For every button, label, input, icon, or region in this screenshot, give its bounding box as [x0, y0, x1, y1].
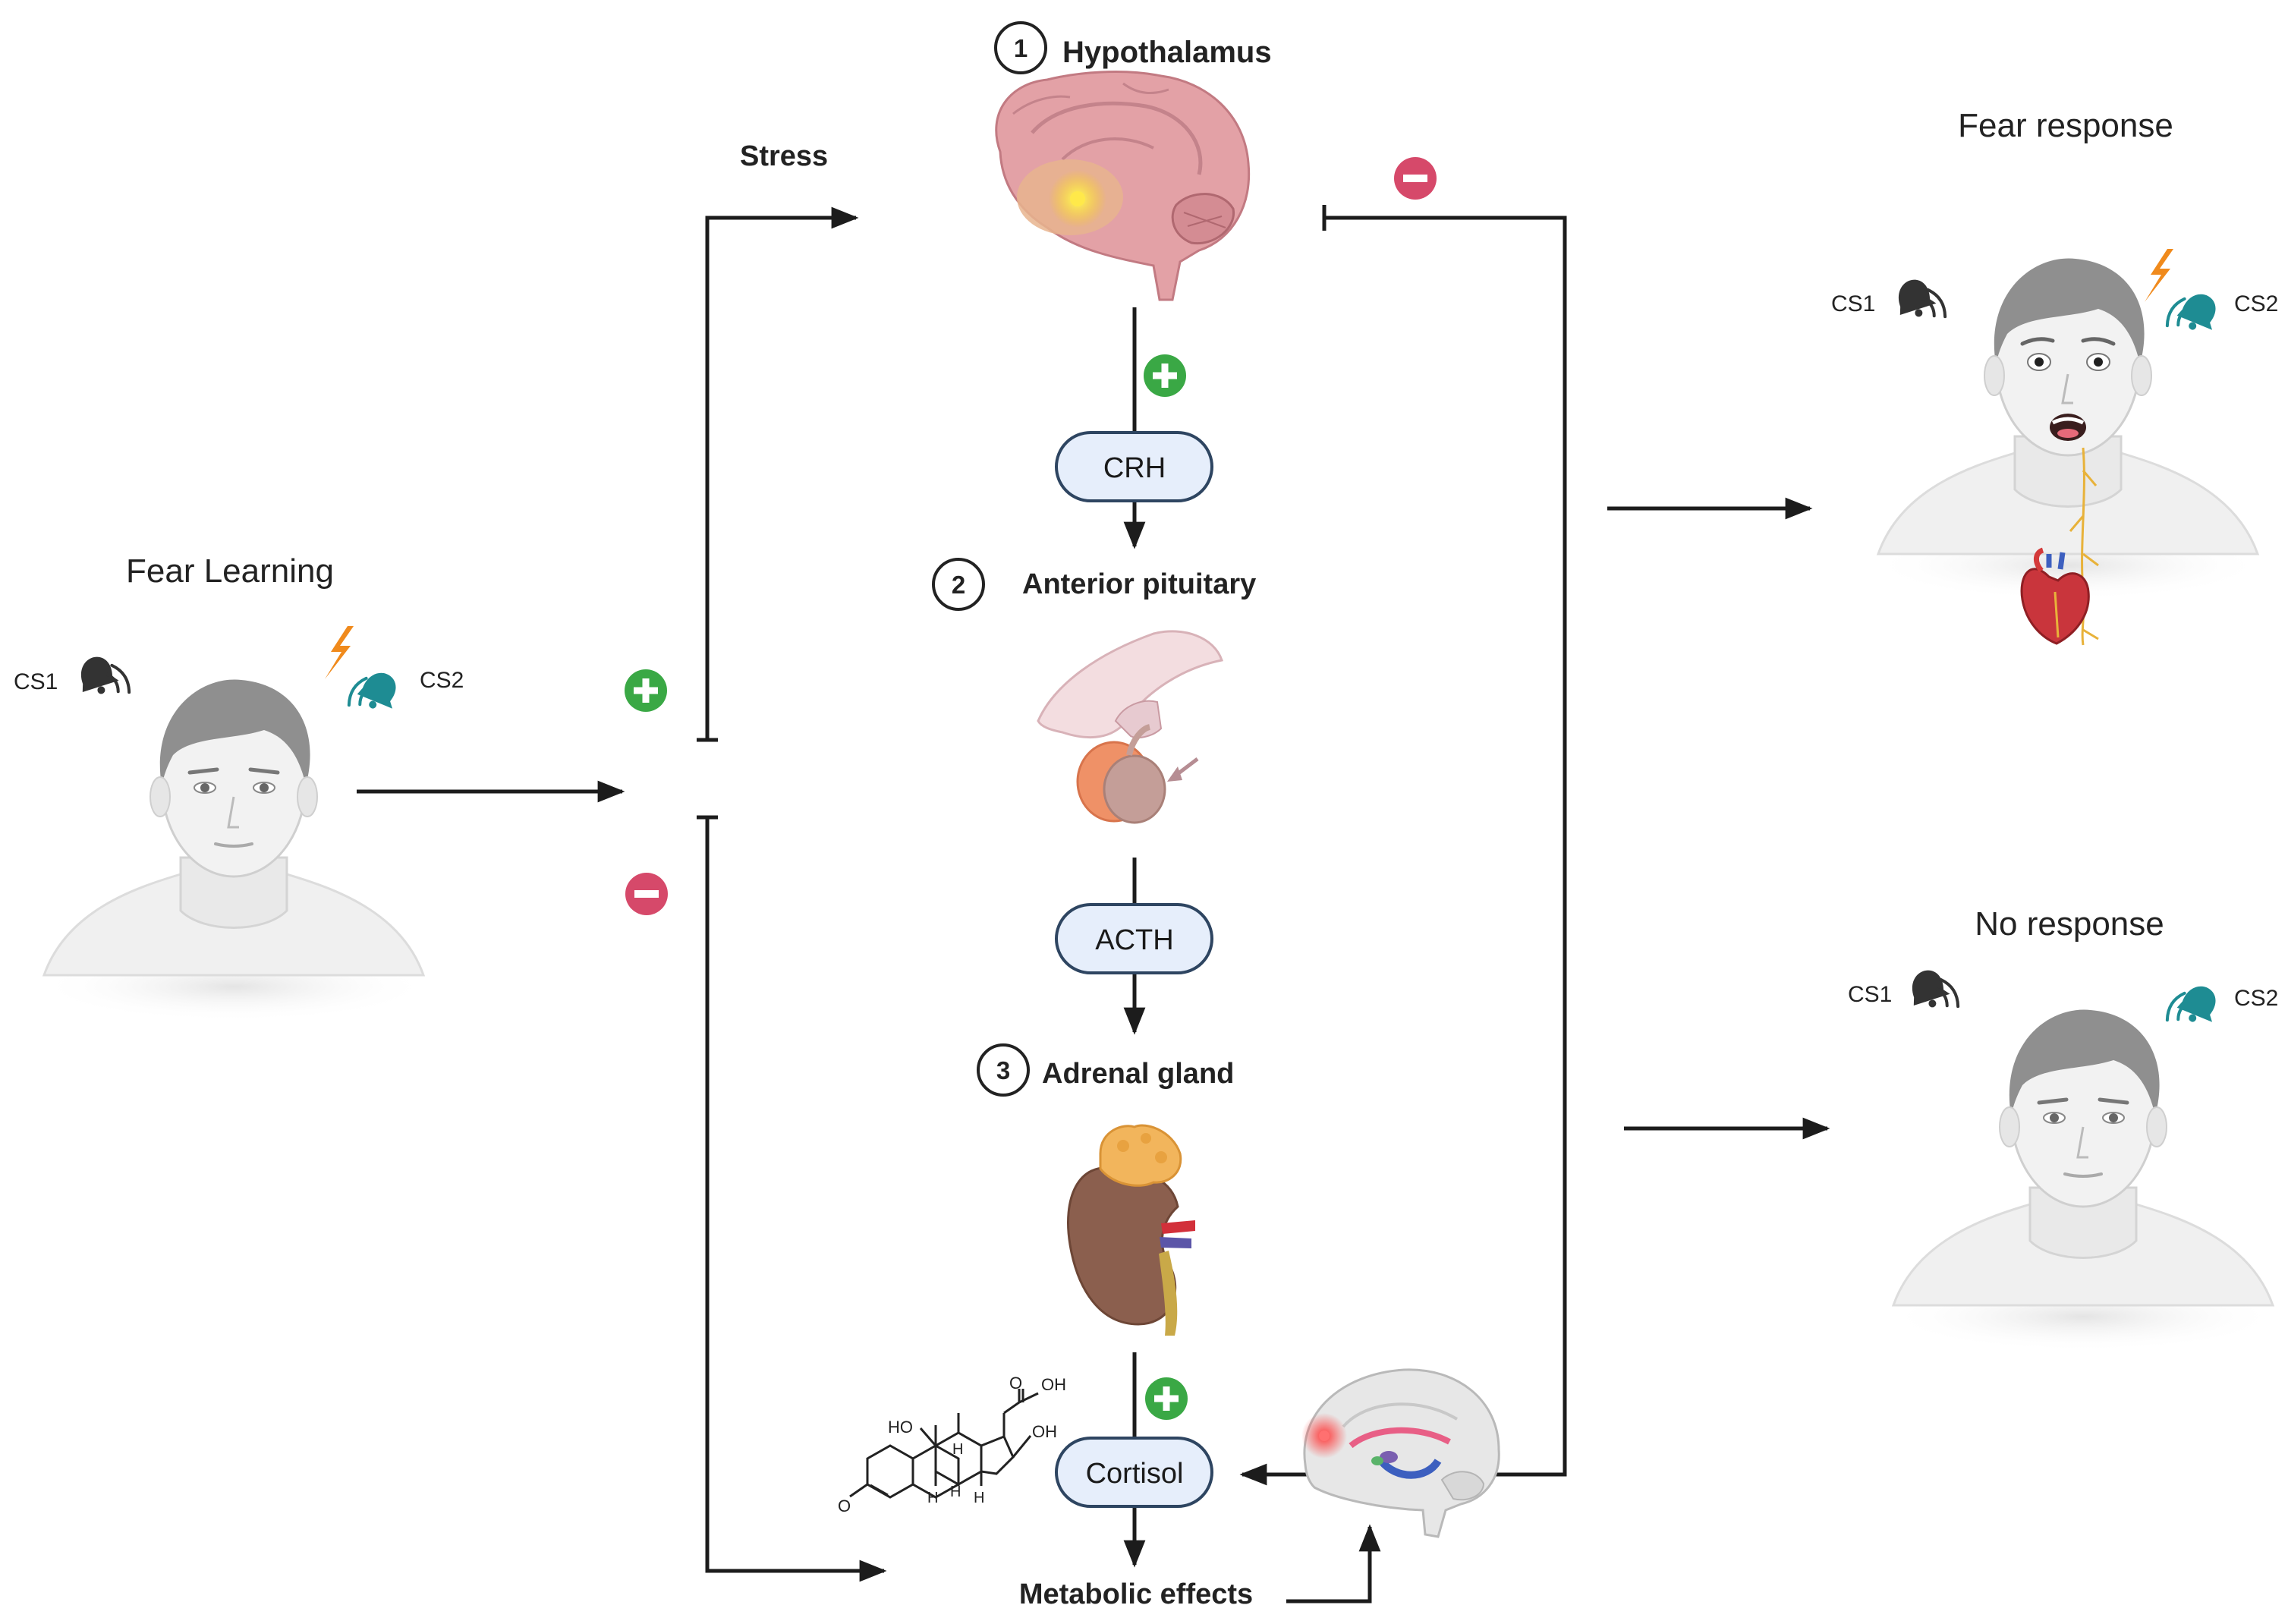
bell-icon: [1890, 274, 1939, 323]
bell-icon: [1903, 965, 1953, 1014]
person-icon: [35, 678, 433, 1023]
svg-text:H: H: [974, 1490, 984, 1506]
bell-icon: [354, 666, 403, 716]
cs2-label: CS2: [2234, 291, 2278, 316]
adrenal-gland-label: Adrenal gland: [1042, 1058, 1234, 1090]
cs1-label: CS1: [1831, 291, 1875, 316]
hypothalamus-step-number: 1: [994, 21, 1047, 74]
acth-hormone-pill: ACTH: [1055, 903, 1213, 974]
connectors: [357, 205, 1830, 1604]
hypothalamus-label: Hypothalamus: [1062, 36, 1272, 69]
bell-icon: [72, 651, 121, 700]
svg-text:H: H: [950, 1484, 961, 1500]
cortisol-molecule-icon: [849, 1389, 1039, 1499]
metabolic-effects-label: Metabolic effects: [1019, 1578, 1253, 1610]
svg-text:CRH: CRH: [1103, 452, 1166, 484]
svg-text:3: 3: [996, 1056, 1010, 1084]
crh-hormone-pill: CRH: [1055, 431, 1213, 502]
plus-icon: [1144, 354, 1186, 397]
cs2-label: CS2: [420, 668, 464, 693]
brain-icon: [995, 71, 1251, 301]
cs1-label: CS1: [14, 669, 58, 694]
bell-icon: [2173, 980, 2223, 1029]
svg-text:H: H: [927, 1490, 938, 1506]
brain-sagittal-icon: [1301, 1368, 1500, 1538]
person-icon: [1884, 1009, 2282, 1353]
cortisol-molecule-labels: HO OH OH O O H H H H: [838, 1374, 1066, 1515]
svg-text:O: O: [1009, 1374, 1022, 1393]
arrow-metabolic-to-brain: [1286, 1524, 1381, 1604]
minus-icon: [625, 873, 668, 915]
stress-label: Stress: [740, 140, 828, 172]
svg-text:H: H: [952, 1441, 963, 1458]
heart-icon: [2020, 547, 2090, 645]
fear-learning-title: Fear Learning: [126, 552, 334, 590]
no-response-title: No response: [1975, 905, 2164, 943]
plus-icon: [1145, 1377, 1188, 1420]
fear-response-title: Fear response: [1958, 107, 2173, 144]
svg-text:OH: OH: [1041, 1375, 1066, 1394]
plus-icon: [625, 669, 667, 712]
arrow-stress-path: [705, 206, 859, 740]
lightning-icon: [325, 626, 354, 679]
svg-text:OH: OH: [1032, 1422, 1057, 1441]
svg-text:Cortisol: Cortisol: [1086, 1458, 1184, 1490]
arrow-lower-path: [705, 817, 887, 1582]
svg-text:HO: HO: [888, 1418, 913, 1437]
minus-icon: [1394, 157, 1437, 200]
cs2-label: CS2: [2234, 986, 2278, 1011]
cortisol-hormone-pill: Cortisol: [1055, 1437, 1213, 1508]
cs1-label: CS1: [1848, 982, 1892, 1007]
svg-text:2: 2: [952, 571, 965, 599]
anterior-pituitary-label: Anterior pituitary: [1022, 568, 1256, 600]
svg-text:ACTH: ACTH: [1095, 924, 1173, 956]
kidney-icon: [1067, 1124, 1195, 1336]
pituitary-step-number: 2: [932, 558, 985, 611]
inhibition-feedback-loop: [1324, 216, 1567, 1477]
lightning-icon: [2145, 249, 2173, 302]
svg-text:1: 1: [1014, 34, 1028, 62]
svg-text:O: O: [838, 1497, 851, 1515]
adrenal-step-number: 3: [977, 1043, 1030, 1097]
pituitary-icon: [1037, 630, 1223, 824]
